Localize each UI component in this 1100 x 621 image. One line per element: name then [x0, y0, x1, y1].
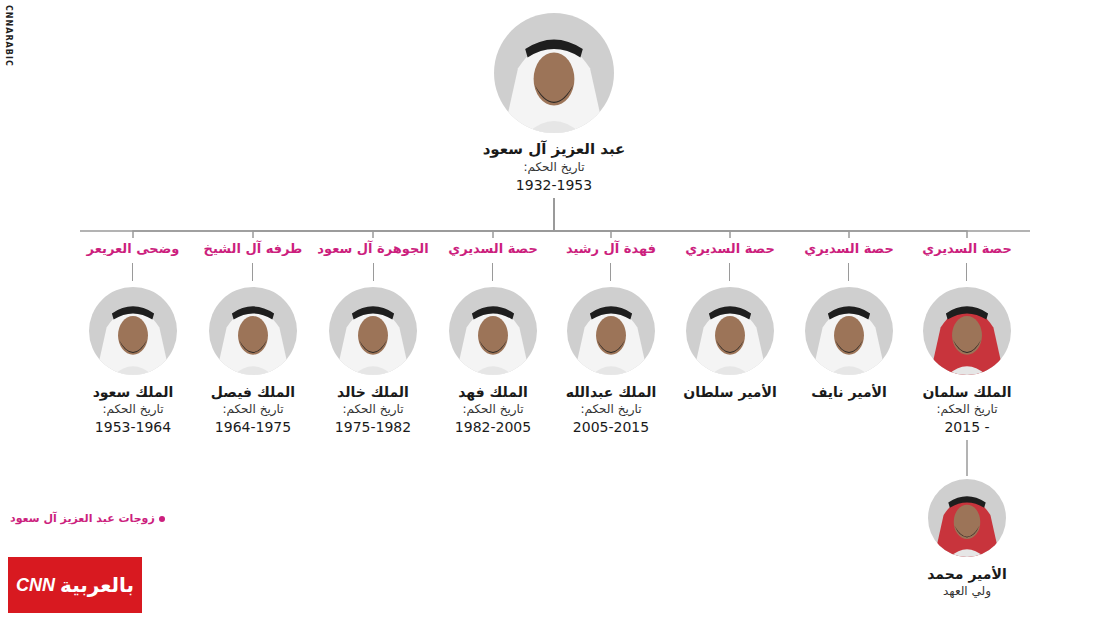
person-name: الأمير سلطان: [683, 383, 777, 401]
reign-years: 2005-2015: [573, 417, 649, 437]
person-name: الملك فيصل: [211, 383, 295, 401]
person-card: حصة السديري الملك سلمانتاريخ الحكم:2015 -: [919, 238, 1015, 440]
mother-name: حصة السديري: [685, 241, 775, 257]
reign-label: تاريخ الحكم:: [936, 401, 997, 417]
reign-label: تاريخ الحكم:: [462, 401, 523, 417]
logo-text: CNN: [16, 575, 55, 596]
person-card: الأمير محمدولي العهد: [924, 476, 1009, 602]
family-connector: [554, 198, 611, 238]
logo-box: CNNبالعربية: [8, 557, 142, 613]
portrait-photo: [209, 287, 297, 375]
mother-name: فهدة آل رشيد: [566, 241, 656, 257]
portrait-photo: [805, 287, 893, 375]
person-card: عبد العزيز آل سعودتاريخ الحكم:1932-1953: [480, 10, 629, 198]
legend-item: زوجات عبد العزيز آل سعود: [10, 512, 165, 526]
person-card: طرفه آل الشيخ الملك فيصلتاريخ الحكم:1964-…: [201, 238, 306, 440]
legend-text: زوجات عبد العزيز آل سعود: [10, 512, 155, 526]
family-connector: [373, 198, 554, 238]
portrait-photo: [928, 479, 1006, 557]
person-name: الملك سعود: [93, 383, 174, 401]
reign-label: تاريخ الحكم:: [342, 401, 403, 417]
tick-line: [132, 263, 133, 281]
reign-years: 1964-1975: [215, 417, 291, 437]
family-connector: [133, 198, 554, 238]
person-card: وضحى العريعر الملك سعودتاريخ الحكم:1953-1…: [84, 238, 183, 440]
person-name: الملك فهد: [458, 383, 528, 401]
tick-line: [373, 263, 374, 281]
family-connector: [554, 198, 967, 238]
reign-label: تاريخ الحكم:: [102, 401, 163, 417]
reign-label: تاريخ الحكم:: [523, 159, 584, 175]
reign-years: 1982-2005: [455, 417, 531, 437]
person-card: حصة السديري الأمير نايف: [801, 238, 897, 404]
person-name: الأمير محمد: [927, 565, 1006, 583]
mother-name: وضحى العريعر: [87, 241, 180, 257]
person-card: حصة السديري الأمير سلطان: [680, 238, 780, 404]
portrait-photo: [329, 287, 417, 375]
person-name: الملك عبدالله: [566, 383, 657, 401]
reign-label: ولي العهد: [943, 583, 991, 599]
tick-line: [729, 263, 730, 281]
reign-years: 1975-1982: [335, 417, 411, 437]
reign-years: 2015 -: [944, 417, 989, 437]
portrait-photo: [686, 287, 774, 375]
tick-line: [848, 263, 849, 281]
reign-label: تاريخ الحكم:: [580, 401, 641, 417]
person-card: حصة السديري الملك فهدتاريخ الحكم:1982-200…: [445, 238, 541, 440]
family-connector: [554, 198, 849, 238]
tick-line: [252, 263, 253, 281]
reign-label: تاريخ الحكم:: [222, 401, 283, 417]
tick-line: [966, 263, 967, 281]
portrait-photo: [567, 287, 655, 375]
mother-name: الجوهرة آل سعود: [317, 241, 428, 257]
person-name: الأمير نايف: [811, 383, 887, 401]
family-connector: [966, 440, 968, 476]
mother-name: حصة السديري: [804, 241, 894, 257]
portrait-photo: [494, 13, 614, 133]
portrait-photo: [449, 287, 537, 375]
person-name: الملك سلمان: [922, 383, 1011, 401]
family-connector: [253, 198, 554, 238]
person-card: فهدة آل رشيد الملك عبداللهتاريخ الحكم:200…: [563, 238, 660, 440]
family-connector: [493, 198, 554, 238]
legend-swatch: [159, 516, 165, 522]
person-card: الجوهرة آل سعود الملك خالدتاريخ الحكم:197…: [314, 238, 431, 440]
portrait-photo: [923, 287, 1011, 375]
mother-name: حصة السديري: [922, 241, 1012, 257]
family-connector: [554, 198, 730, 238]
portrait-photo: [89, 287, 177, 375]
tick-line: [492, 263, 493, 281]
mother-name: طرفه آل الشيخ: [204, 241, 303, 257]
founder-name: عبد العزيز آل سعود: [483, 139, 626, 159]
person-name: الملك خالد: [337, 383, 409, 401]
mother-name: حصة السديري: [448, 241, 538, 257]
watermark: CNNARABIC: [3, 5, 13, 67]
logo-text: بالعربية: [60, 573, 134, 597]
reign-years: 1932-1953: [516, 175, 592, 195]
tick-line: [610, 263, 611, 281]
reign-years: 1953-1964: [95, 417, 171, 437]
